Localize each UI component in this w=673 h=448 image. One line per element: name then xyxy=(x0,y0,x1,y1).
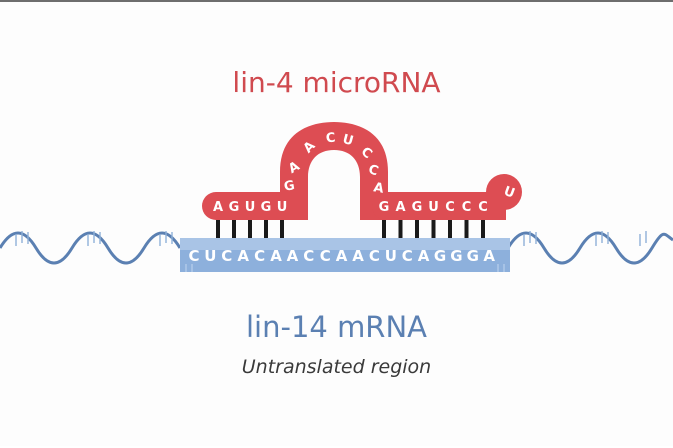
mirna-nucleotide: U xyxy=(428,200,439,215)
base-pair-bond xyxy=(280,220,284,238)
mrna-nucleotide: G xyxy=(434,247,446,265)
mrna-nucleotide: G xyxy=(450,247,462,265)
mirna-nucleotide: G xyxy=(379,200,390,215)
mrna-nucleotide: G xyxy=(467,247,479,265)
mrna-nucleotide: A xyxy=(287,247,299,265)
mrna-nucleotide: C xyxy=(402,247,413,265)
base-pair-bond xyxy=(382,220,386,238)
mrna-subtitle: Untranslated region xyxy=(241,356,432,378)
mrna-nucleotide: A xyxy=(237,247,249,265)
mrna-nucleotide: C xyxy=(320,247,331,265)
mirna-title: lin-4 microRNA xyxy=(232,66,441,99)
mirna-nucleotide: A xyxy=(213,200,223,215)
mrna-nucleotide: A xyxy=(270,247,282,265)
base-pair-bond xyxy=(448,220,452,238)
mrna-wave-bristles xyxy=(15,231,647,246)
base-pair-bond xyxy=(248,220,252,238)
mirna-nucleotide: G xyxy=(261,200,272,215)
mrna-nucleotide: A xyxy=(352,247,364,265)
mirna-nucleotide: C xyxy=(478,200,488,215)
mrna-nucleotide: A xyxy=(336,247,348,265)
mirna-nucleotide: A xyxy=(395,200,405,215)
base-pair-bond xyxy=(216,220,220,238)
mirna-nucleotide: G xyxy=(283,178,296,195)
mirna-nucleotide: C xyxy=(445,200,455,215)
mirna-nucleotide: U xyxy=(277,200,288,215)
mrna-nucleotide: C xyxy=(303,247,314,265)
mirna-nucleotide: U xyxy=(502,184,517,202)
base-pairs xyxy=(216,220,485,238)
mirna-nucleotide: U xyxy=(341,132,355,149)
mrna-nucleotide: C xyxy=(188,247,199,265)
base-pair-bond xyxy=(415,220,419,238)
base-pair-bond xyxy=(264,220,268,238)
mrna-wave-right xyxy=(506,231,673,265)
mirna-nucleotide: A xyxy=(372,180,385,197)
base-pair-bond xyxy=(232,220,236,238)
base-pair-bond xyxy=(431,220,436,238)
mirna-strand xyxy=(202,122,522,220)
mirna-nucleotide: G xyxy=(229,200,240,215)
mrna-wave-left xyxy=(0,231,182,265)
mrna-nucleotide: U xyxy=(204,247,216,265)
base-pair-bond xyxy=(481,220,485,238)
base-pair-bond xyxy=(398,220,403,238)
mrna-nucleotide: A xyxy=(418,247,430,265)
mirna-nucleotide: C xyxy=(462,200,472,215)
mrna-nucleotide: A xyxy=(483,247,495,265)
mrna-nucleotide: C xyxy=(369,247,380,265)
mrna-nucleotide: C xyxy=(254,247,265,265)
mirna-nucleotide: G xyxy=(412,200,423,215)
mirna-nucleotide: U xyxy=(245,200,256,215)
mrna-nucleotide: C xyxy=(221,247,232,265)
mirna-nucleotide: C xyxy=(325,131,336,147)
mrna-nucleotide: U xyxy=(385,247,397,265)
mrna-target-band xyxy=(180,238,510,272)
base-pair-bond xyxy=(464,220,469,238)
mrna-title: lin-14 mRNA xyxy=(245,310,427,344)
